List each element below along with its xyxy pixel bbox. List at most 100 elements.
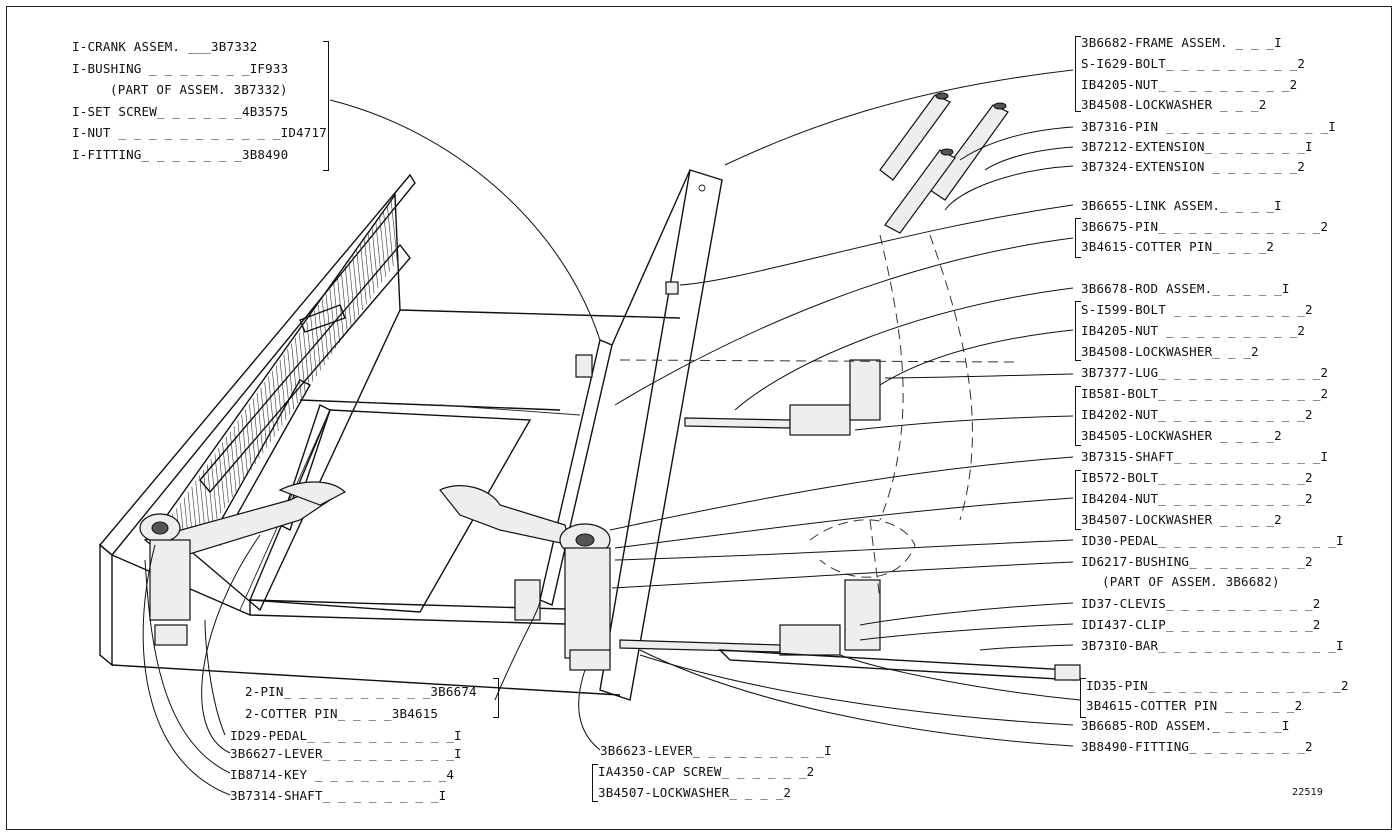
hatch-line	[283, 354, 291, 415]
frame-assem-label: 3B6682-FRAME ASSEM. _ _ _I	[1081, 35, 1282, 50]
hatch-line	[287, 348, 294, 410]
hatch-line	[341, 271, 348, 333]
pin-3b7316-label: 3B7316-PIN _ _ _ _ _ _ _ _ _ _ _I	[1081, 119, 1336, 134]
hatch-line	[229, 431, 237, 492]
hatch-line	[318, 304, 325, 366]
frame-group-brace	[1075, 36, 1081, 112]
pedal-left	[139, 481, 347, 646]
hatch-line	[367, 233, 375, 294]
nut-ib4205-label: IB4205-NUT_ _ _ _ _ _ _ _ _2	[1081, 77, 1298, 92]
shaft-3b7315-label: 3B7315-SHAFT_ _ _ _ _ _ _ _ _ _I	[1081, 449, 1329, 464]
hatch-line	[329, 288, 337, 349]
hatch-line	[237, 420, 245, 481]
pedal-right	[439, 485, 611, 671]
extension-3b7324-label: 3B7324-EXTENSION _ _ _ _ _ _2	[1081, 159, 1306, 174]
hatch-line	[291, 343, 298, 404]
pedal-id29-label: ID29-PEDAL_ _ _ _ _ _ _ _ _ _I	[230, 728, 462, 743]
hatch-line	[360, 244, 367, 305]
rod-assem-3b6685-label: 3B6685-ROD ASSEM._ _ _ _ _I	[1081, 718, 1290, 733]
hatch-line	[314, 310, 321, 371]
rods	[619, 359, 1081, 681]
crank-group-brace	[323, 41, 329, 171]
hatch-line	[233, 425, 241, 487]
clevis-label: ID37-CLEVIS_ _ _ _ _ _ _ _ _ _2	[1081, 596, 1321, 611]
frame-member	[539, 169, 723, 701]
shaft-3b7314-label: 3B7314-SHAFT_ _ _ _ _ _ _ _I	[230, 788, 447, 803]
bushing-note-label: (PART OF ASSEM. 3B7332)	[110, 82, 288, 97]
clip-label: IDI437-CLIP_ _ _ _ _ _ _ _ _ _2	[1081, 617, 1321, 632]
extensions	[879, 92, 1009, 234]
phantom-outlines	[619, 234, 1016, 601]
lever-3b6623-label: 3B6623-LEVER_ _ _ _ _ _ _ _ _I	[600, 743, 832, 758]
hatch-line	[256, 392, 264, 454]
hatch-line	[275, 365, 283, 426]
hatch-line	[210, 458, 218, 520]
hatch-line	[260, 387, 268, 448]
hatch-line	[245, 409, 252, 470]
nut-ib4204-label: IB4204-NUT_ _ _ _ _ _ _ _ _ _2	[1081, 491, 1313, 506]
pin-group-left-brace	[493, 678, 499, 718]
nut-ib4205-2-label: IB4205-NUT _ _ _ _ _ _ _ _ _2	[1081, 323, 1306, 338]
pin-group-brace	[1080, 678, 1086, 718]
cotter-pin-3b4615-2-label: 3B4615-COTTER PIN _ _ _ _ _2	[1086, 698, 1303, 713]
hatch-line	[352, 255, 360, 316]
bolt-s1599-label: S-I599-BOLT _ _ _ _ _ _ _ _ _2	[1081, 302, 1313, 317]
lockwasher-3b4505-label: 3B4505-LOCKWASHER _ _ _ _2	[1081, 428, 1282, 443]
hatch-line	[375, 222, 383, 283]
fitting-3b8490-top-label: I-FITTING_ _ _ _ _ _ _3B8490	[72, 147, 289, 162]
fitting-3b8490-label: 3B8490-FITTING_ _ _ _ _ _ _ _2	[1081, 739, 1313, 754]
bushing-id6217-note: (PART OF ASSEM. 3B6682)	[1102, 574, 1280, 589]
pin-3b6674-label: 2-PIN_ _ _ _ _ _ _ _ _ _3B6674	[245, 684, 477, 699]
hatch-line	[356, 249, 363, 311]
hatch-line	[371, 227, 379, 289]
cotter-pin-3b4615-label: 3B4615-COTTER PIN_ _ _ _2	[1081, 239, 1275, 254]
rod-group-brace	[1075, 301, 1081, 361]
hatch-line	[279, 359, 287, 421]
capscrew-group-brace	[592, 764, 598, 802]
hatch-line	[264, 381, 271, 443]
hatch-line	[364, 238, 371, 300]
lockwasher-3b4508-label: 3B4508-LOCKWASHER _ _ _2	[1081, 97, 1267, 112]
link-assem-label: 3B6655-LINK ASSEM._ _ _ _I	[1081, 198, 1282, 213]
bar-label: 3B73I0-BAR_ _ _ _ _ _ _ _ _ _ _ _I	[1081, 638, 1344, 653]
floor-frame	[99, 173, 681, 696]
drawing-border	[6, 6, 1392, 830]
nut-ib4202-label: IB4202-NUT_ _ _ _ _ _ _ _ _ _2	[1081, 407, 1313, 422]
hatch-line	[203, 469, 210, 531]
key-ib8714-label: IB8714-KEY _ _ _ _ _ _ _ _ _4	[230, 767, 455, 782]
lever-3b6627-label: 3B6627-LEVER_ _ _ _ _ _ _ _ _I	[230, 746, 462, 761]
cotter-pin-3b4615-left-label: 2-COTTER PIN_ _ _ _3B4615	[245, 706, 439, 721]
drawing-number: 22519	[1292, 787, 1324, 798]
bolt-group-1-brace	[1075, 386, 1081, 446]
hatch-line	[379, 216, 386, 278]
lug-label: 3B7377-LUG_ _ _ _ _ _ _ _ _ _ _2	[1081, 365, 1329, 380]
link-group-brace	[1075, 218, 1081, 258]
bolt-s1629-label: S-I629-BOLT_ _ _ _ _ _ _ _ _2	[1081, 56, 1306, 71]
lockwasher-3b4507-label: 3B4507-LOCKWASHER _ _ _ _2	[1081, 512, 1282, 527]
extension-3b7212-label: 3B7212-EXTENSION_ _ _ _ _ _ _I	[1081, 139, 1313, 154]
hatch-line	[383, 211, 390, 272]
bushing-if933-label: I-BUSHING _ _ _ _ _ _ _IF933	[72, 61, 289, 76]
bolt-group-2-brace	[1075, 470, 1081, 530]
bolt-ib572-label: IB572-BOLT_ _ _ _ _ _ _ _ _ _2	[1081, 470, 1313, 485]
capscrew-ia4350-label: IA4350-CAP SCREW_ _ _ _ _ _2	[598, 764, 815, 779]
hatch-line	[241, 414, 248, 476]
lockwasher-3b4508-2-label: 3B4508-LOCKWASHER_ _ _2	[1081, 344, 1259, 359]
hatch-line	[249, 403, 256, 465]
hatch-line	[321, 299, 329, 360]
bolt-ib581-label: IB58I-BOLT_ _ _ _ _ _ _ _ _ _ _2	[1081, 386, 1329, 401]
leader-lines	[142, 69, 1081, 796]
hatch-line	[252, 398, 260, 459]
hatch-line	[295, 337, 302, 399]
lockwasher-3b4507-bottom-label: 3B4507-LOCKWASHER_ _ _ _2	[598, 785, 792, 800]
rod-assem-3b6678-label: 3B6678-ROD ASSEM._ _ _ _ _I	[1081, 281, 1290, 296]
pin-id35-label: ID35-PIN_ _ _ _ _ _ _ _ _ _ _ _ _2	[1086, 678, 1349, 693]
pin-3b6675-label: 3B6675-PIN_ _ _ _ _ _ _ _ _ _ _2	[1081, 219, 1329, 234]
set-screw-label: I-SET SCREW_ _ _ _ _ _4B3575	[72, 104, 289, 119]
hatch-line	[344, 266, 352, 327]
hatch-line	[348, 260, 356, 322]
hatch-line	[333, 282, 340, 344]
crank-assem-label: I-CRANK ASSEM. ___3B7332	[72, 39, 258, 54]
